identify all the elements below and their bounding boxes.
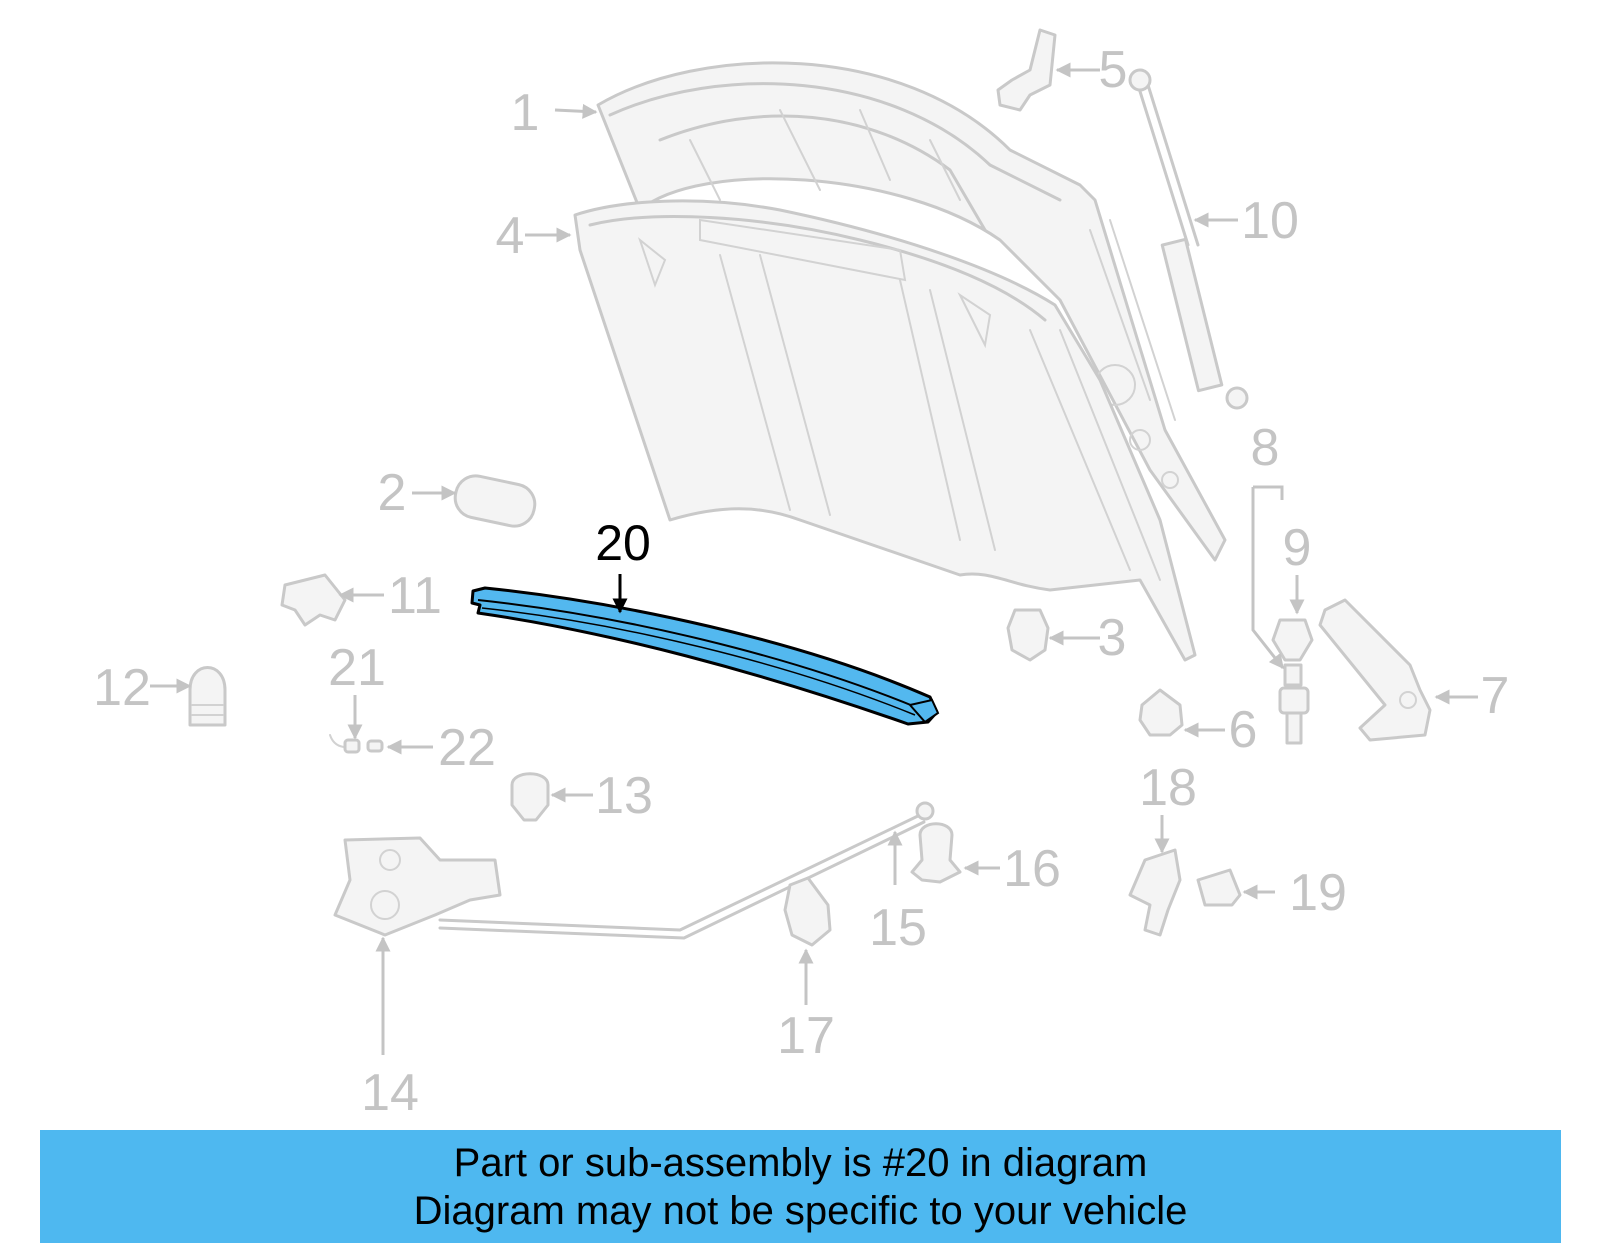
banner-line-part: Part or sub-assembly is #20 in diagram (453, 1140, 1148, 1185)
callout-3: 3 (1098, 609, 1127, 667)
callout-16: 16 (1003, 840, 1061, 898)
part-10-lift-strut (1128, 68, 1249, 410)
part-13-push-pin (510, 772, 550, 822)
callout-20: 20 (595, 515, 651, 571)
part-8-9-fasteners (1271, 618, 1314, 745)
part-11-clip (280, 573, 347, 627)
part-17-cable-clip (783, 876, 832, 947)
part-15-release-cable (438, 801, 935, 940)
part-7-hinge (1318, 598, 1432, 742)
callout-4: 4 (496, 207, 525, 265)
callout-10: 10 (1241, 192, 1299, 250)
callout-22: 22 (438, 719, 496, 777)
part-4-hood-inner-panel (573, 199, 1197, 662)
callout-8: 8 (1251, 419, 1280, 477)
callout-15: 15 (869, 899, 927, 957)
part-19-cable-end (1196, 868, 1242, 907)
callout-5: 5 (1099, 41, 1128, 99)
callout-labels: 1 2 3 4 5 6 7 8 9 10 11 12 13 14 15 16 1… (93, 41, 1509, 1122)
part-5-bracket (996, 28, 1057, 112)
part-18-release (1128, 848, 1182, 937)
callout-6: 6 (1229, 701, 1258, 759)
info-banner: Part or sub-assembly is #20 in diagram D… (40, 1130, 1561, 1243)
callout-11: 11 (388, 567, 442, 625)
callout-12: 12 (93, 659, 151, 717)
part-12-bumper (188, 666, 227, 727)
callout-21: 21 (328, 639, 386, 697)
part-21-22-clip (329, 734, 384, 754)
callout-14: 14 (361, 1064, 419, 1122)
callout-18: 18 (1139, 759, 1197, 817)
callout-7: 7 (1481, 667, 1510, 725)
part-3-clip (1006, 608, 1050, 662)
callout-leaders (150, 62, 1478, 1055)
banner-line-disclaimer: Diagram may not be specific to your vehi… (413, 1188, 1188, 1233)
callout-19: 19 (1289, 864, 1347, 922)
part-14-hood-latch (333, 836, 502, 937)
part-6-clip (1138, 688, 1184, 737)
callout-17: 17 (777, 1007, 835, 1065)
callout-13: 13 (595, 767, 653, 825)
part-1-hood-panel (596, 61, 1227, 562)
part-2-grommet (453, 474, 537, 528)
part-20-seal-highlighted[interactable] (470, 586, 940, 726)
callout-9: 9 (1283, 519, 1312, 577)
callout-2: 2 (378, 464, 407, 522)
callout-1: 1 (511, 84, 540, 142)
part-16-push-clip (910, 822, 962, 884)
